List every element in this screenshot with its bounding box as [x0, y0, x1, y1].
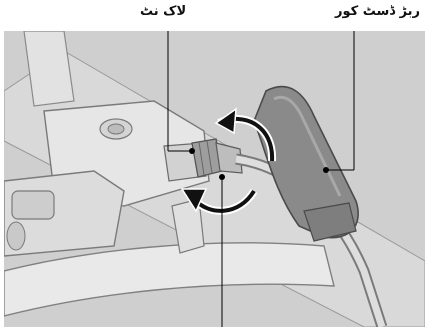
clutch-cable-illustration [4, 31, 425, 327]
lock-nut-label: لاک نٹ [140, 4, 186, 19]
illustration-svg [4, 31, 425, 327]
rubber-dust-cover-label: ربڑ ڈسٹ کور [335, 4, 420, 19]
